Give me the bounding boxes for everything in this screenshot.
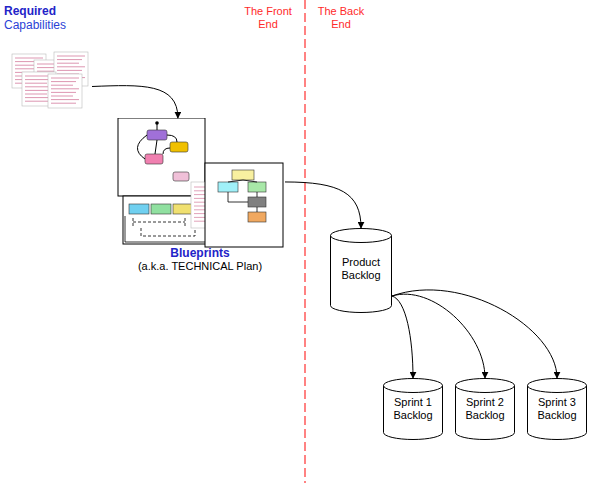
- flow-arrow: [285, 182, 361, 228]
- node-title: Required: [4, 4, 92, 18]
- node-subtitle: (a.k.a. TECHNICAL Plan): [115, 260, 285, 273]
- node-title: Sprint 2 Backlog: [459, 396, 511, 422]
- node-title: Sprint 1 Backlog: [387, 396, 439, 422]
- flow-arrow: [92, 86, 178, 118]
- region-label: The Front End: [240, 5, 296, 31]
- backlog-cylinder: Sprint 1 Backlog: [383, 378, 443, 440]
- blueprint-group: Blueprints(a.k.a. TECHNICAL Plan): [115, 118, 285, 274]
- backlog-cylinder: Sprint 3 Backlog: [527, 378, 587, 440]
- blueprint-collage: [115, 118, 285, 248]
- node-subtitle: Capabilities: [4, 18, 92, 32]
- node-title: Blueprints: [115, 246, 285, 260]
- node-title: Sprint 3 Backlog: [531, 396, 583, 422]
- node-title: Product Backlog: [334, 256, 388, 282]
- flow-arrow: [392, 290, 557, 378]
- backlog-cylinder: Sprint 2 Backlog: [455, 378, 515, 440]
- flow-arrow: [392, 296, 413, 378]
- backlog-cylinder: Product Backlog: [330, 228, 392, 313]
- documents-icon: [4, 48, 92, 114]
- flow-arrow: [392, 294, 485, 378]
- region-label: The Back End: [314, 5, 368, 31]
- document-stack: RequiredCapabilities: [4, 4, 92, 114]
